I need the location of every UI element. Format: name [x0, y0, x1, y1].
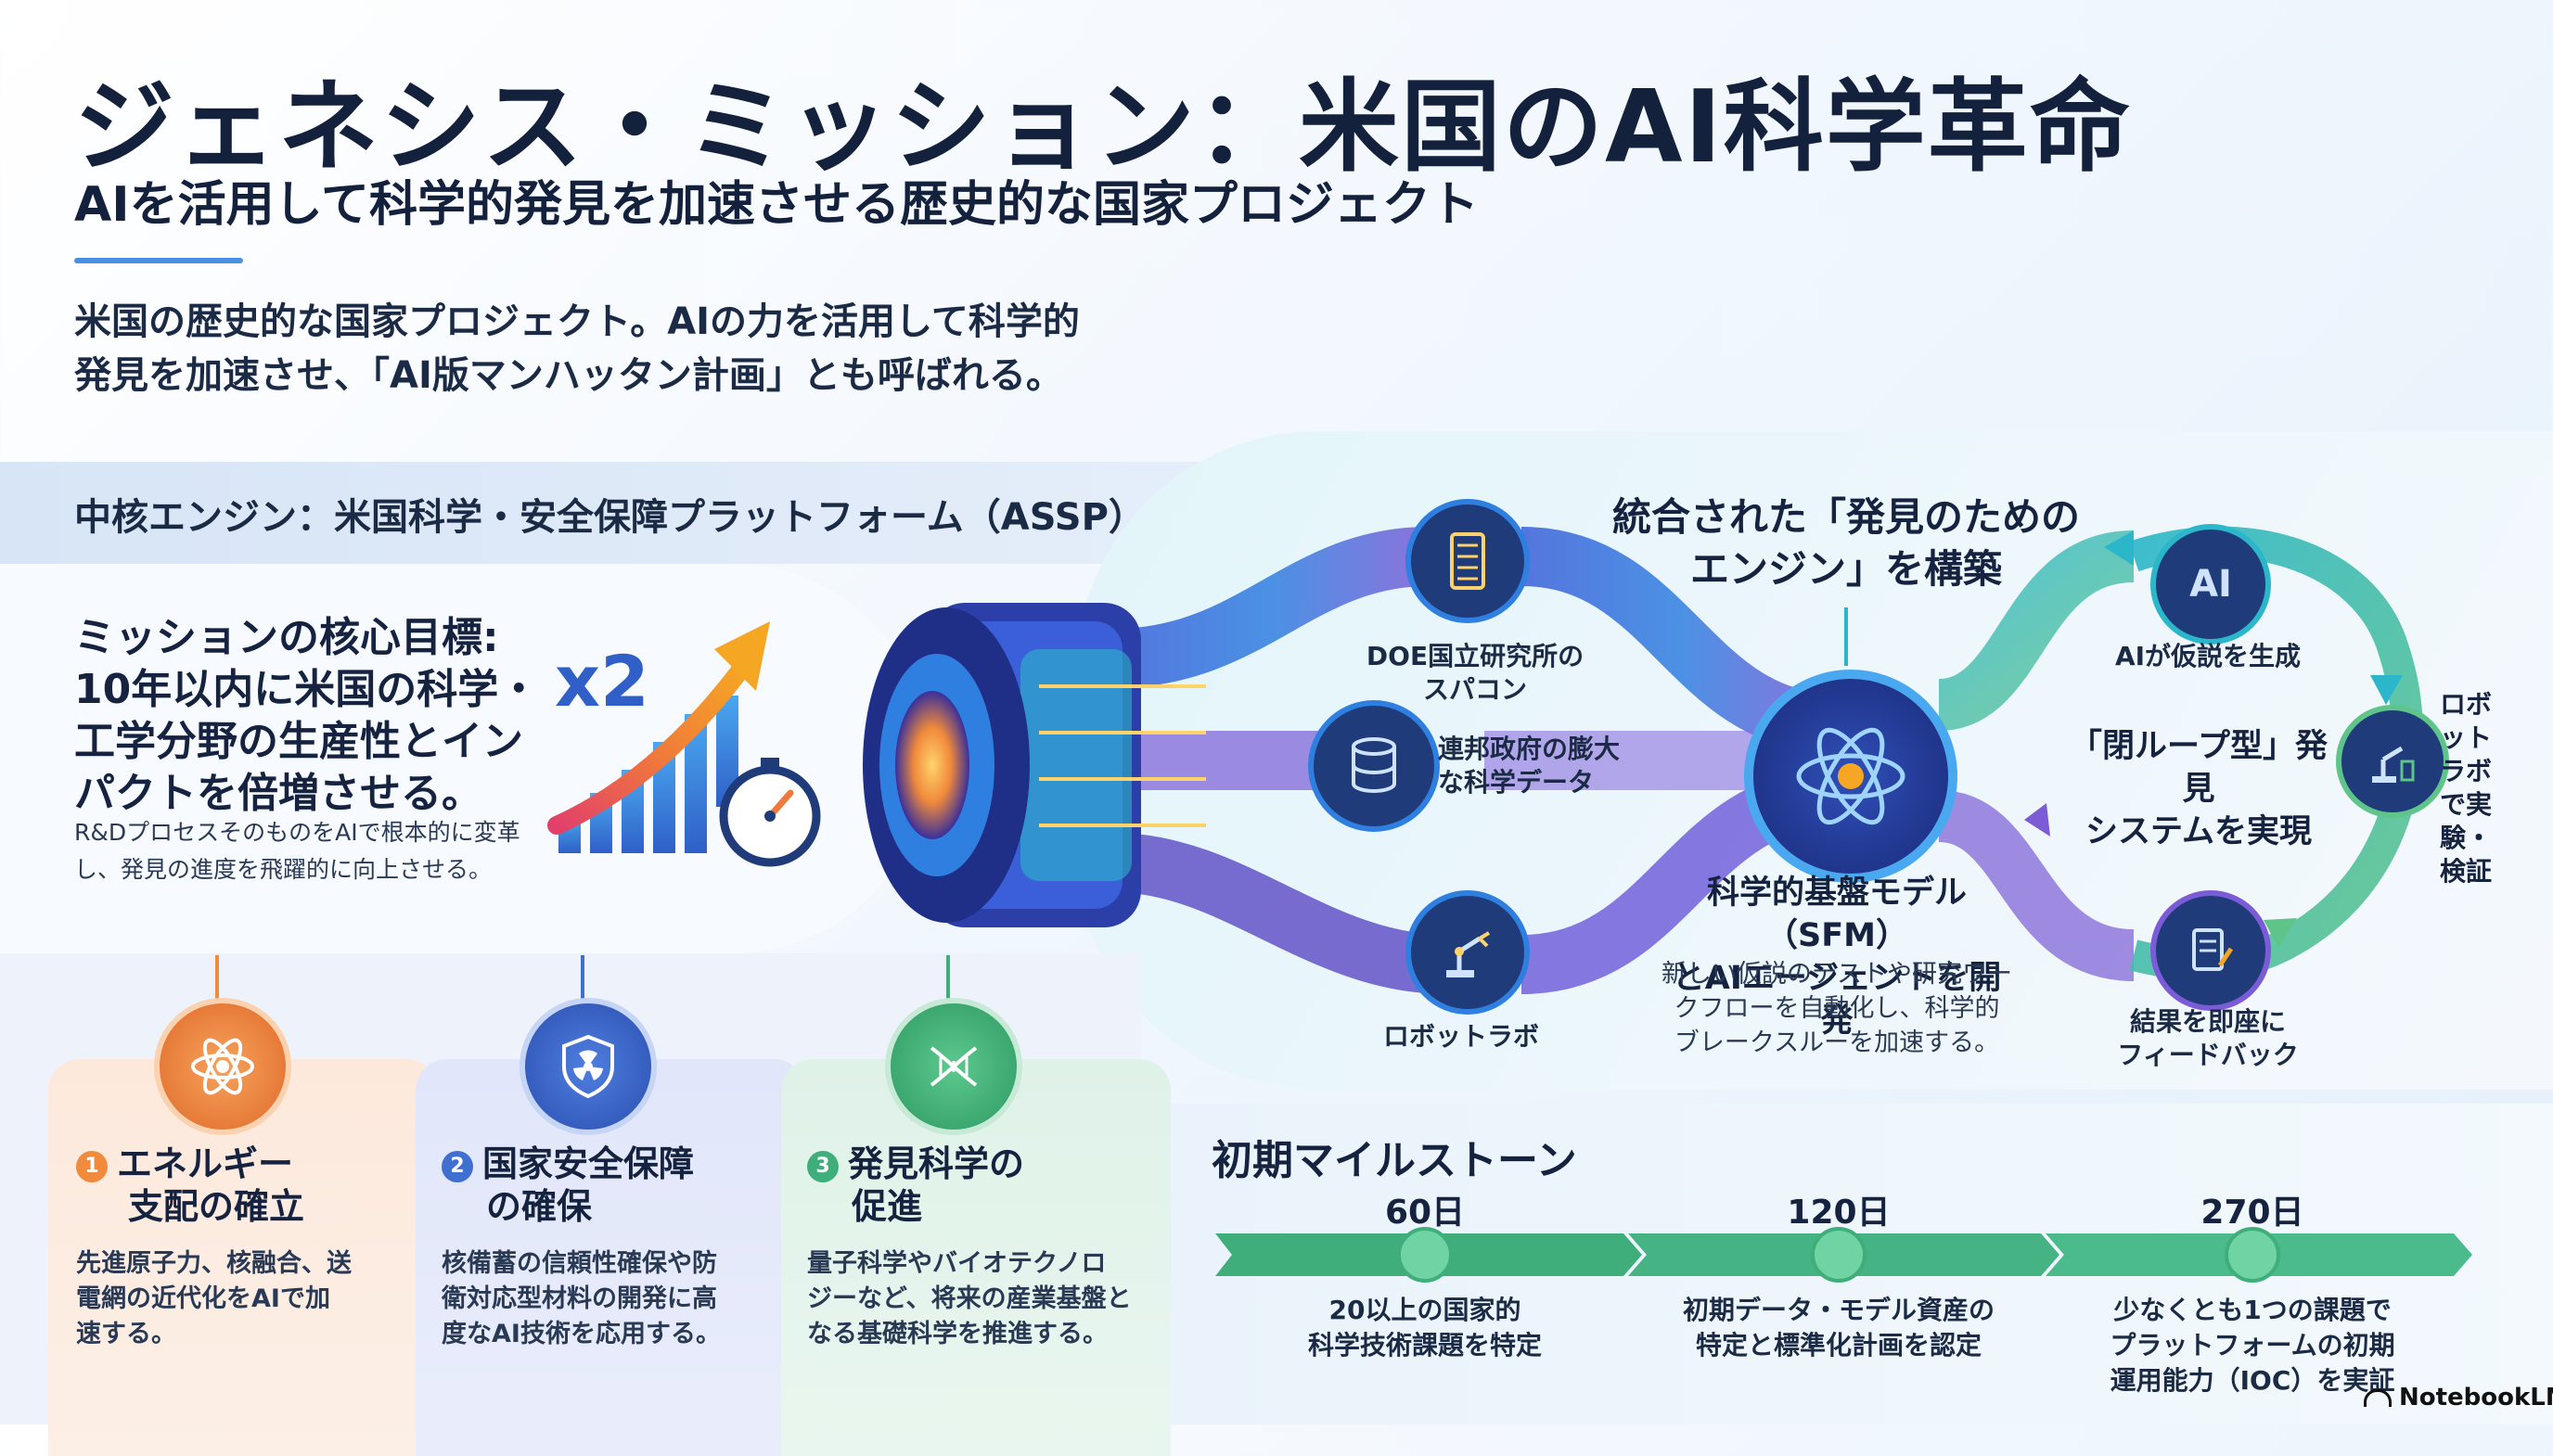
intro-text: 米国の歴史的な国家プロジェクト。AIの力を活用して科学的 発見を加速させ、「AI… — [74, 300, 1080, 397]
input-data-label: 連邦政府の膨大な科学データ — [1438, 734, 1621, 798]
ai-chip-icon: AI — [2150, 524, 2271, 645]
pillar-connector — [581, 955, 584, 1002]
pillar-connector — [215, 955, 219, 1002]
server-rack-icon — [1405, 499, 1530, 623]
ai-hypothesis-label: AIが仮説を生成 — [2114, 641, 2302, 671]
robot-arm-icon — [1405, 890, 1530, 1015]
multiplier-label: x2 — [555, 640, 649, 722]
milestone-day-270: 270日 — [2200, 1194, 2304, 1232]
sfm-description: 新しい仮説のテストや研究ワークフローを自動化し、科学的ブレークスルーを加速する。 — [1661, 960, 2012, 1057]
shield-radiation-icon — [520, 998, 657, 1135]
page-subtitle: AIを活用して科学的発見を加速させる歴史的な国家プロジェクト — [74, 177, 1480, 233]
milestone-day-120: 120日 — [1787, 1194, 1891, 1232]
input-supercomputer-label: DOE国立研究所のスパコン — [1366, 641, 1584, 705]
closed-loop-title: 「閉ループ型」発見システムを実現 — [2070, 728, 2328, 850]
engine-title: 統合された「発見のためのエンジン」を構築 — [1611, 494, 2080, 592]
milestone-timeline — [1215, 1227, 2472, 1283]
milestone-day-60: 60日 — [1384, 1194, 1466, 1232]
notebooklm-icon — [2364, 1389, 2392, 1407]
growth-chart-icon — [547, 621, 821, 867]
mission-goal-description: R&DプロセスそのものをAIで根本的に変革し、発見の進度を飛躍的に向上させる。 — [74, 819, 520, 883]
feedback-document-icon — [2150, 890, 2271, 1011]
atom-icon — [154, 998, 291, 1135]
accent-divider — [74, 258, 243, 263]
dna-icon — [885, 998, 1022, 1135]
input-robot-lab-label: ロボットラボ — [1382, 1021, 1539, 1052]
milestone-desc-60: 20以上の国家的科学技術課題を特定 — [1307, 1295, 1542, 1360]
milestone-desc-120: 初期データ・モデル資産の特定と標準化計画を認定 — [1682, 1295, 1995, 1360]
feedback-label: 結果を即座にフィードバック — [2117, 1006, 2299, 1070]
robot-verify-label: ロボットラボで実験・検証 — [2440, 689, 2493, 887]
milestones-title: 初期マイルストーン — [1212, 1137, 1577, 1184]
core-engine-title: 中核エンジン：米国科学・安全保障プラットフォーム（ASSP） — [74, 496, 1146, 539]
brand-logo: NotebookLM — [2364, 1384, 2553, 1411]
robot-lab-icon — [2336, 705, 2449, 818]
milestone-desc-270: 少なくとも1つの課題でプラットフォームの初期運用能力（IOC）を実証 — [2110, 1295, 2395, 1396]
page-title: ジェネシス・ミッション：米国のAI科学革命 — [74, 70, 2132, 185]
mission-goal-heading: ミッションの核心目標: 10年以内に米国の科学・工学分野の生産性とインパクトを倍… — [74, 614, 540, 817]
core-band — [0, 462, 1299, 564]
pillar-connector — [946, 955, 950, 1002]
atom-engine-icon — [1744, 670, 1957, 883]
database-icon — [1308, 700, 1440, 832]
sfm-title: 科学的基盤モデル（SFM）とAIエージェントを開発 — [1672, 875, 2002, 1040]
